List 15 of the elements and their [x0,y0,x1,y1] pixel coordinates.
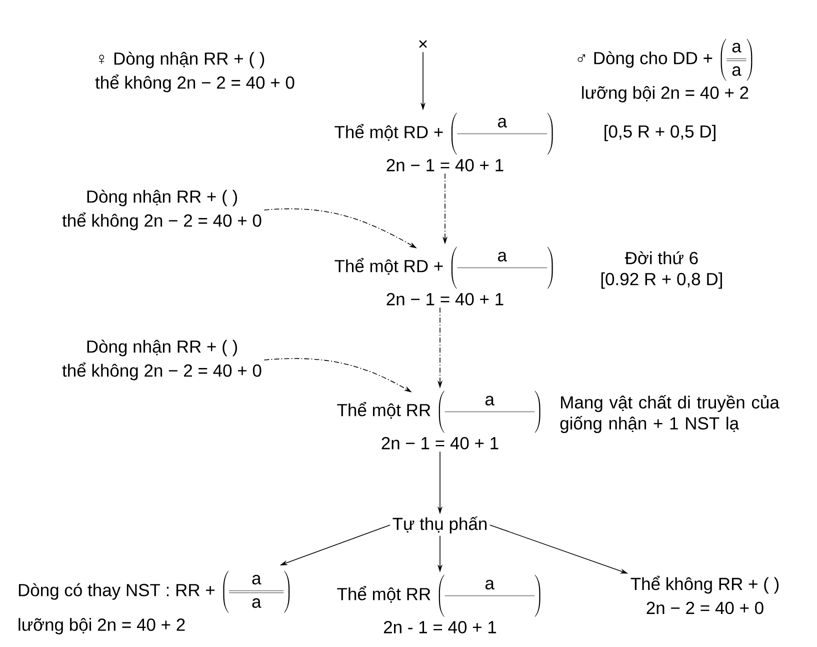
parent-line-text: Dòng nhận RR + ( ) thể không 2n − 2 = 40 + 0 [62,190,262,230]
generation-text: Thể một RD + $\left(\begin{array}{c}\qquad\mathrm{a}\qquad\\\hline\\\end{array}\right)$ 2n − 1 = 40 + 1 [334,246,553,306]
offspring-text: Dòng có thay NST : RR + $\left(\begin{array}{c}\quad\mathrm{a}\quad\\\hline\hline\mathrm{a}\end{array}\right)$ lưỡng bội 2n = 40 + 2 [18,570,290,634]
side-note: Đời thứ 6 [0.92 R + 0,8 D] [601,251,722,289]
note-text: [0,5 R + 0,5 D] [604,124,716,142]
generation-text: Thể một RR $\left(\begin{array}{c}\qquad\mathrm{a}\qquad\\\hline\\\end{array}\right)$ 2n − 1 = 40 + 1 [337,390,540,450]
cross-sign: × [419,40,427,48]
offspring-text: Thể không RR + ( ) 2n − 2 = 40 + 0 [630,576,779,614]
side-note: Mang vật chất di truyền của giống nhận + 1 NST lạ [560,394,780,434]
process-text: Tự thụ phấn [392,516,487,534]
parent-line-text: ♂ Dòng cho DD + $\left(\begin{array}{c}\mathrm{a}\\\hline\hline\mathrm{a}\end{array}\right)$ lưỡng bội 2n = 40 + 2 [578,38,752,102]
generation-text: Thể một RD + $\left(\begin{array}{c}\qquad\mathrm{a}\qquad\\\hline\\\end{array}\right)$ 2n − 1 = 40 + 1 [334,112,553,172]
offspring-text: Thể một RR $\left(\begin{array}{c}\qquad\mathrm{a}\qquad\\\hline\\\end{array}\right)$ 2n - 1 = 40 + 1 [337,574,540,634]
parent-line-text: ♀ Dòng nhận RR + ( ) thể không 2n − 2 = 40 + 0 [95,52,294,92]
parent-line-text: Dòng nhận RR + ( ) thể không 2n − 2 = 40 + 0 [62,340,262,380]
